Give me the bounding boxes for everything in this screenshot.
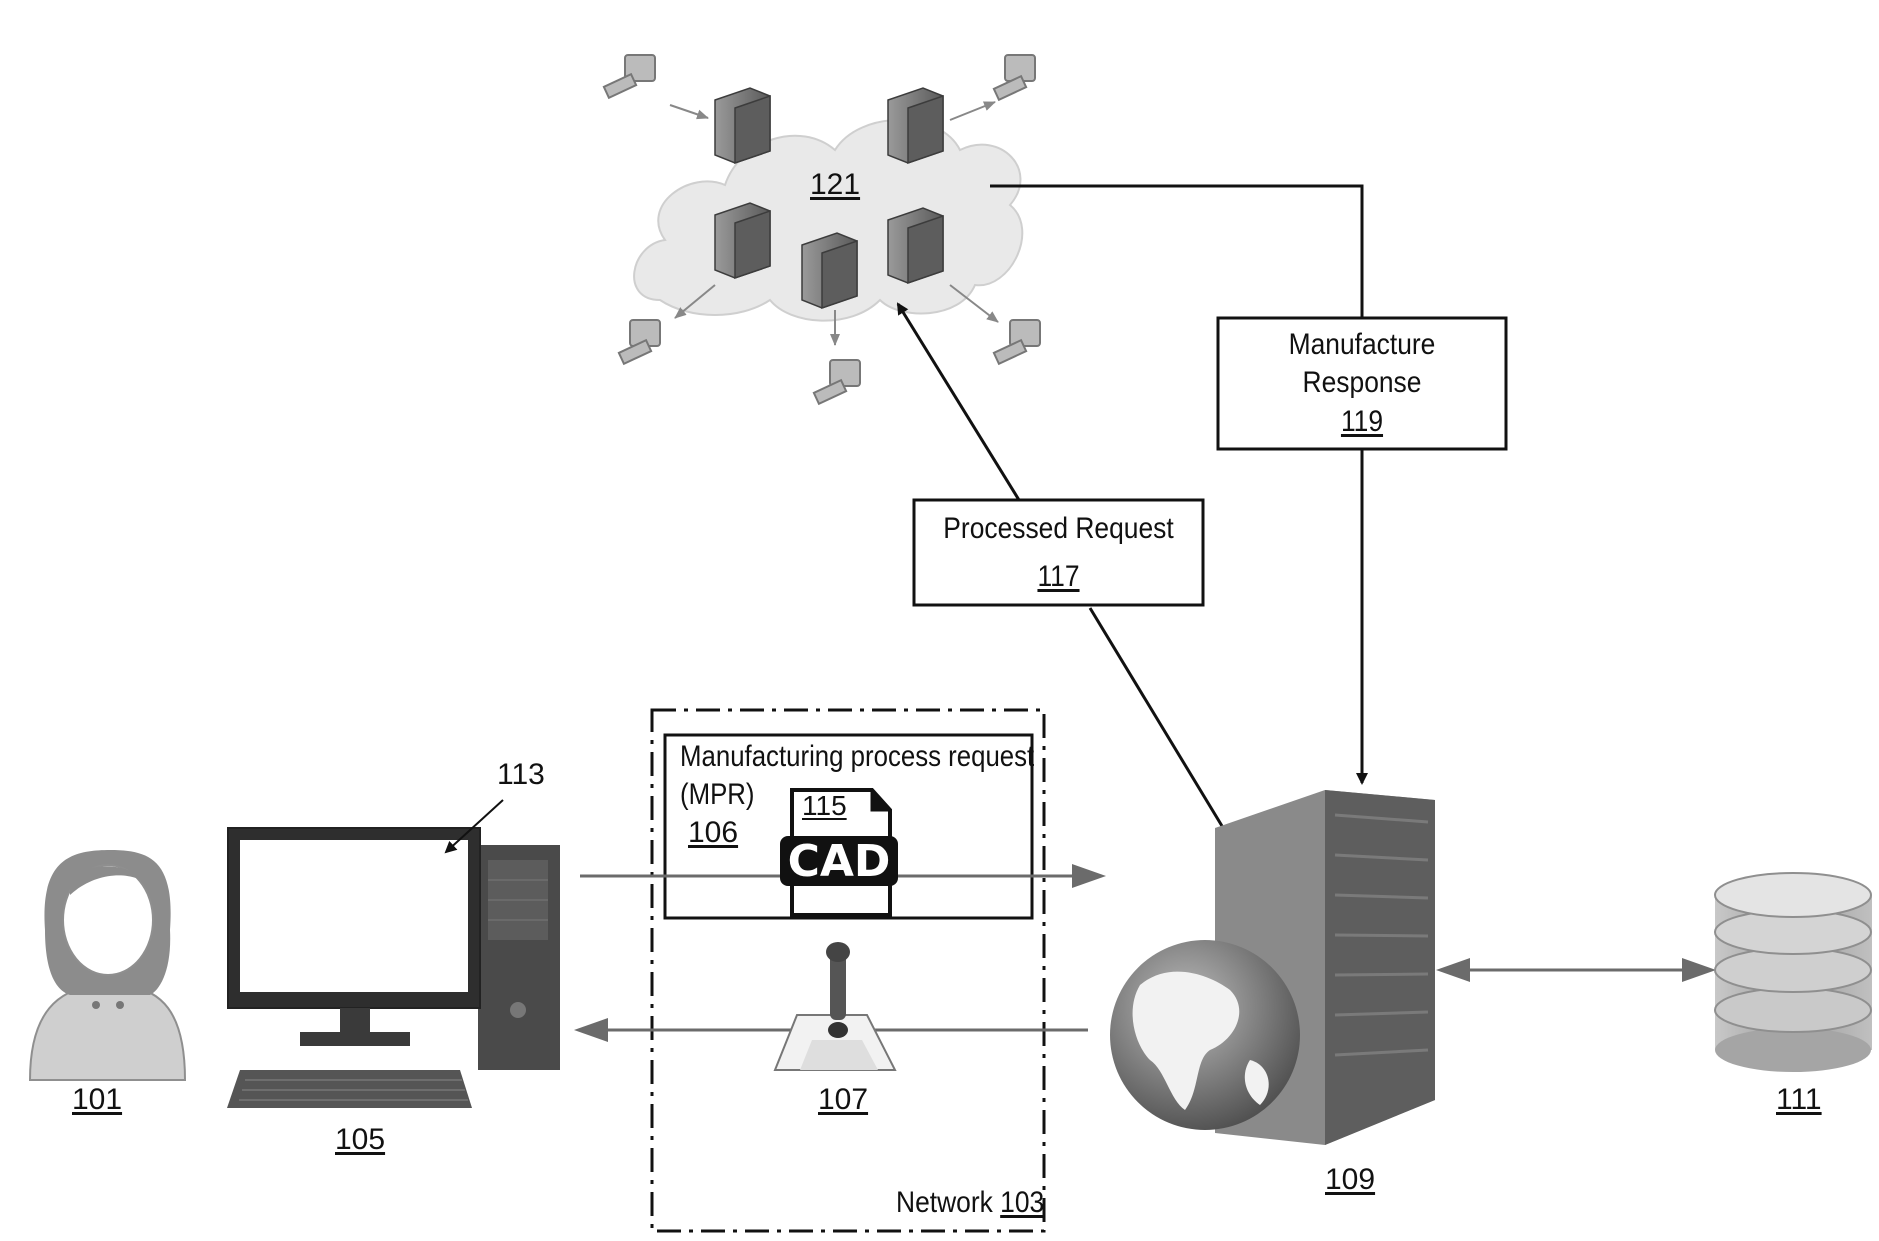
cloud-server-icon (888, 88, 943, 163)
screen-ref: 113 (497, 760, 545, 790)
manufacture-response-connector (990, 186, 1362, 318)
client-computer-icon (619, 320, 660, 364)
database-label: 111 (1776, 1085, 1822, 1115)
user-label: 101 (72, 1085, 122, 1115)
processed-request-label: Processed Request 117 (931, 510, 1185, 597)
manufacture-response-line1: Manufacture (1235, 326, 1488, 364)
manufacture-response-line2: Response (1235, 364, 1488, 402)
screen-display (240, 840, 468, 992)
manufacture-response-label: Manufacture Response 119 (1235, 326, 1488, 441)
manufacture-response-ref: 119 (1235, 403, 1488, 441)
globe-icon (1110, 940, 1300, 1130)
network-label: Network 103 (896, 1188, 1044, 1218)
client-arrow (950, 102, 995, 120)
mpr-title: Manufacturing process request (680, 742, 1034, 772)
cloud-server-icon (715, 88, 770, 163)
client-computer-icon (994, 320, 1040, 364)
mpr-abbr: (MPR) (680, 780, 755, 810)
mpr-ref: 106 (688, 818, 738, 848)
cloud-server-icon (802, 233, 857, 308)
client-computer-icon (994, 55, 1035, 100)
cloud-server-icon (715, 203, 770, 278)
cad-file-ref: 115 (802, 792, 847, 820)
processed-request-title: Processed Request (931, 510, 1185, 548)
cad-label: CAD (788, 836, 891, 887)
client-computer-icon (814, 360, 860, 404)
part-label: 107 (818, 1085, 868, 1115)
user-avatar-icon (30, 850, 185, 1080)
client-computer-icon (604, 55, 655, 98)
client-arrow (670, 105, 708, 118)
processed-request-arrow (898, 304, 1019, 500)
database-icon (1715, 873, 1872, 1072)
network-ref: 103 (1000, 1186, 1044, 1219)
computer-icon (227, 828, 560, 1108)
processed-request-ref: 117 (931, 558, 1185, 596)
manufactured-part-icon (775, 942, 895, 1070)
network-word: Network (896, 1186, 993, 1219)
processed-request-connector (1090, 608, 1222, 826)
cloud-server-icon (888, 208, 943, 283)
computer-label: 105 (335, 1125, 385, 1155)
server-label: 109 (1325, 1165, 1375, 1195)
cloud-label: 121 (810, 170, 860, 200)
